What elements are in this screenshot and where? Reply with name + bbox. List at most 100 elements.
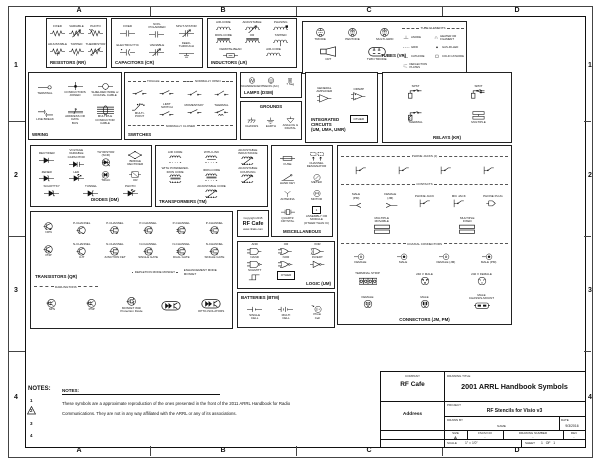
symbol-cell: HAND KEY	[273, 173, 302, 185]
batt1-icon	[247, 306, 263, 312]
symbol-cell: TAPPED	[266, 33, 295, 47]
symbol-label: QUARTZ CRYSTAL	[280, 215, 295, 223]
gnd_ch-icon	[247, 117, 256, 124]
symbol-label: ZENER	[41, 169, 52, 174]
res_t-icon	[69, 48, 84, 56]
symbol-label: FUSE	[283, 162, 292, 167]
g_not-icon	[309, 260, 325, 268]
symbol-label: ANTENNA	[280, 196, 295, 201]
cap_v-icon	[149, 47, 165, 56]
symbol-cell: OTHER	[342, 115, 377, 124]
section-header: ENHANCEMENT MODE MOSFET	[183, 268, 217, 277]
opto-icon	[201, 298, 221, 308]
section-header: COAXIAL CONNECTORS	[339, 242, 510, 246]
ind_ph-icon	[273, 24, 289, 30]
group-content: GENERAL AMPLIFIER OPAMP OTHER	[306, 73, 377, 142]
scr-icon	[102, 158, 111, 167]
xfmr_a-icon	[241, 175, 254, 184]
fscm-value: -	[484, 434, 486, 439]
legend-label: GAS-FILLED	[442, 44, 459, 49]
zone-tick	[8, 121, 25, 122]
legend-label: GRID	[411, 44, 418, 49]
symbol-row: CONTACTS	[339, 182, 510, 186]
symbol-cell: XOR	[302, 242, 333, 256]
sw-icon	[160, 111, 174, 116]
symbol-label: LIMIT SWITCH	[160, 101, 173, 109]
symbol-label: N-CHANNEL	[106, 241, 124, 246]
group-title: TUBES (VR)	[381, 53, 407, 58]
symbol-cell: NAND	[239, 255, 270, 269]
symbol-cell: MULTIPLE FIXED	[425, 215, 511, 235]
sw_multi-icon	[132, 102, 145, 110]
darl-icon	[46, 299, 57, 308]
ujt-icon	[76, 225, 86, 234]
symbol-cell: FEMALE	[339, 295, 396, 309]
symbol-cell: GENERAL AMPLIFIER	[307, 86, 342, 103]
symbol-cell: P-CHANNEL	[132, 221, 165, 235]
symbol-label: MULTIPLE FIXED	[460, 215, 475, 224]
section-header: TOGGLE	[126, 79, 181, 83]
rev-label: REV	[570, 431, 578, 435]
symbol-label: BRIDGE RECTIFIER	[127, 158, 144, 167]
lbreak-icon	[37, 109, 53, 117]
zone-tick	[442, 6, 443, 16]
res_v-icon	[69, 29, 84, 38]
symbol-cell: FEMALE (JM)	[425, 253, 468, 264]
symbol-label: FEMALE	[361, 295, 374, 300]
symbol-label: THERMISTOR	[85, 42, 106, 47]
legend-label: HEATER OR FILAMENT	[440, 33, 457, 41]
symbol-cell: OR	[121, 171, 151, 182]
symbol-label: OPAMP	[353, 87, 365, 92]
symbol-cell: Photo Cell	[302, 305, 333, 320]
relay_m-icon	[472, 111, 485, 120]
drawing-number-label: DRAWING NUMBER	[518, 431, 548, 435]
symbol-cell: NON- POLARIZED	[142, 22, 171, 39]
zone-tick	[584, 236, 591, 237]
symbol-label: SPDT	[474, 84, 483, 89]
jfet-icon	[109, 247, 119, 256]
lamp-icon	[248, 77, 255, 84]
symbol-label: THYRISTOR (SCR)	[97, 149, 115, 158]
p120f-icon	[363, 300, 372, 309]
symbol-label: NON- POLARIZED	[148, 22, 166, 30]
symbol-label: RECTIFIER	[38, 151, 55, 156]
symbol-label: FEMALE (JM)	[436, 260, 456, 265]
symbol-cell: ELECTROLYTIC	[113, 43, 142, 57]
zone-letter-bottom: A	[76, 447, 82, 454]
symbol-label: AND	[251, 242, 258, 247]
rev-value: -	[573, 434, 575, 439]
symbol-label: ADJUSTABLE	[47, 42, 68, 47]
sw-icon	[187, 109, 201, 114]
dz-icon	[39, 175, 55, 182]
symbol-cell: P-CHANNEL	[198, 221, 231, 235]
symbol-label: FEED- THROUGH	[178, 41, 194, 49]
bus-icon	[67, 107, 83, 115]
symbol-cell	[467, 166, 510, 175]
symbol-cell: OPAMP	[342, 87, 377, 101]
xfmr_l-icon	[205, 155, 218, 164]
symbol-label: ADJUSTABLE COUPLING	[238, 166, 258, 174]
date-value: 9/3/2016	[565, 423, 579, 428]
symbol-cell: THERMAL	[384, 111, 447, 125]
legend-item: ANODE	[402, 35, 433, 41]
section-header: DARLINGTONS	[32, 285, 100, 289]
opto-icon	[161, 300, 181, 310]
fscm-label: FSCM NO	[478, 431, 492, 435]
cap_ft-icon	[178, 53, 194, 58]
dsch-icon	[44, 190, 60, 197]
zone-number-right: 3	[588, 287, 592, 294]
ind_fe-icon	[244, 38, 260, 43]
zone-letter-top: A	[76, 6, 82, 14]
symbol-label: INVERT	[311, 255, 323, 260]
symbol-label: PHOTO	[90, 24, 101, 29]
symbol-label: NAND	[250, 255, 259, 260]
g_nor-icon	[278, 261, 293, 268]
